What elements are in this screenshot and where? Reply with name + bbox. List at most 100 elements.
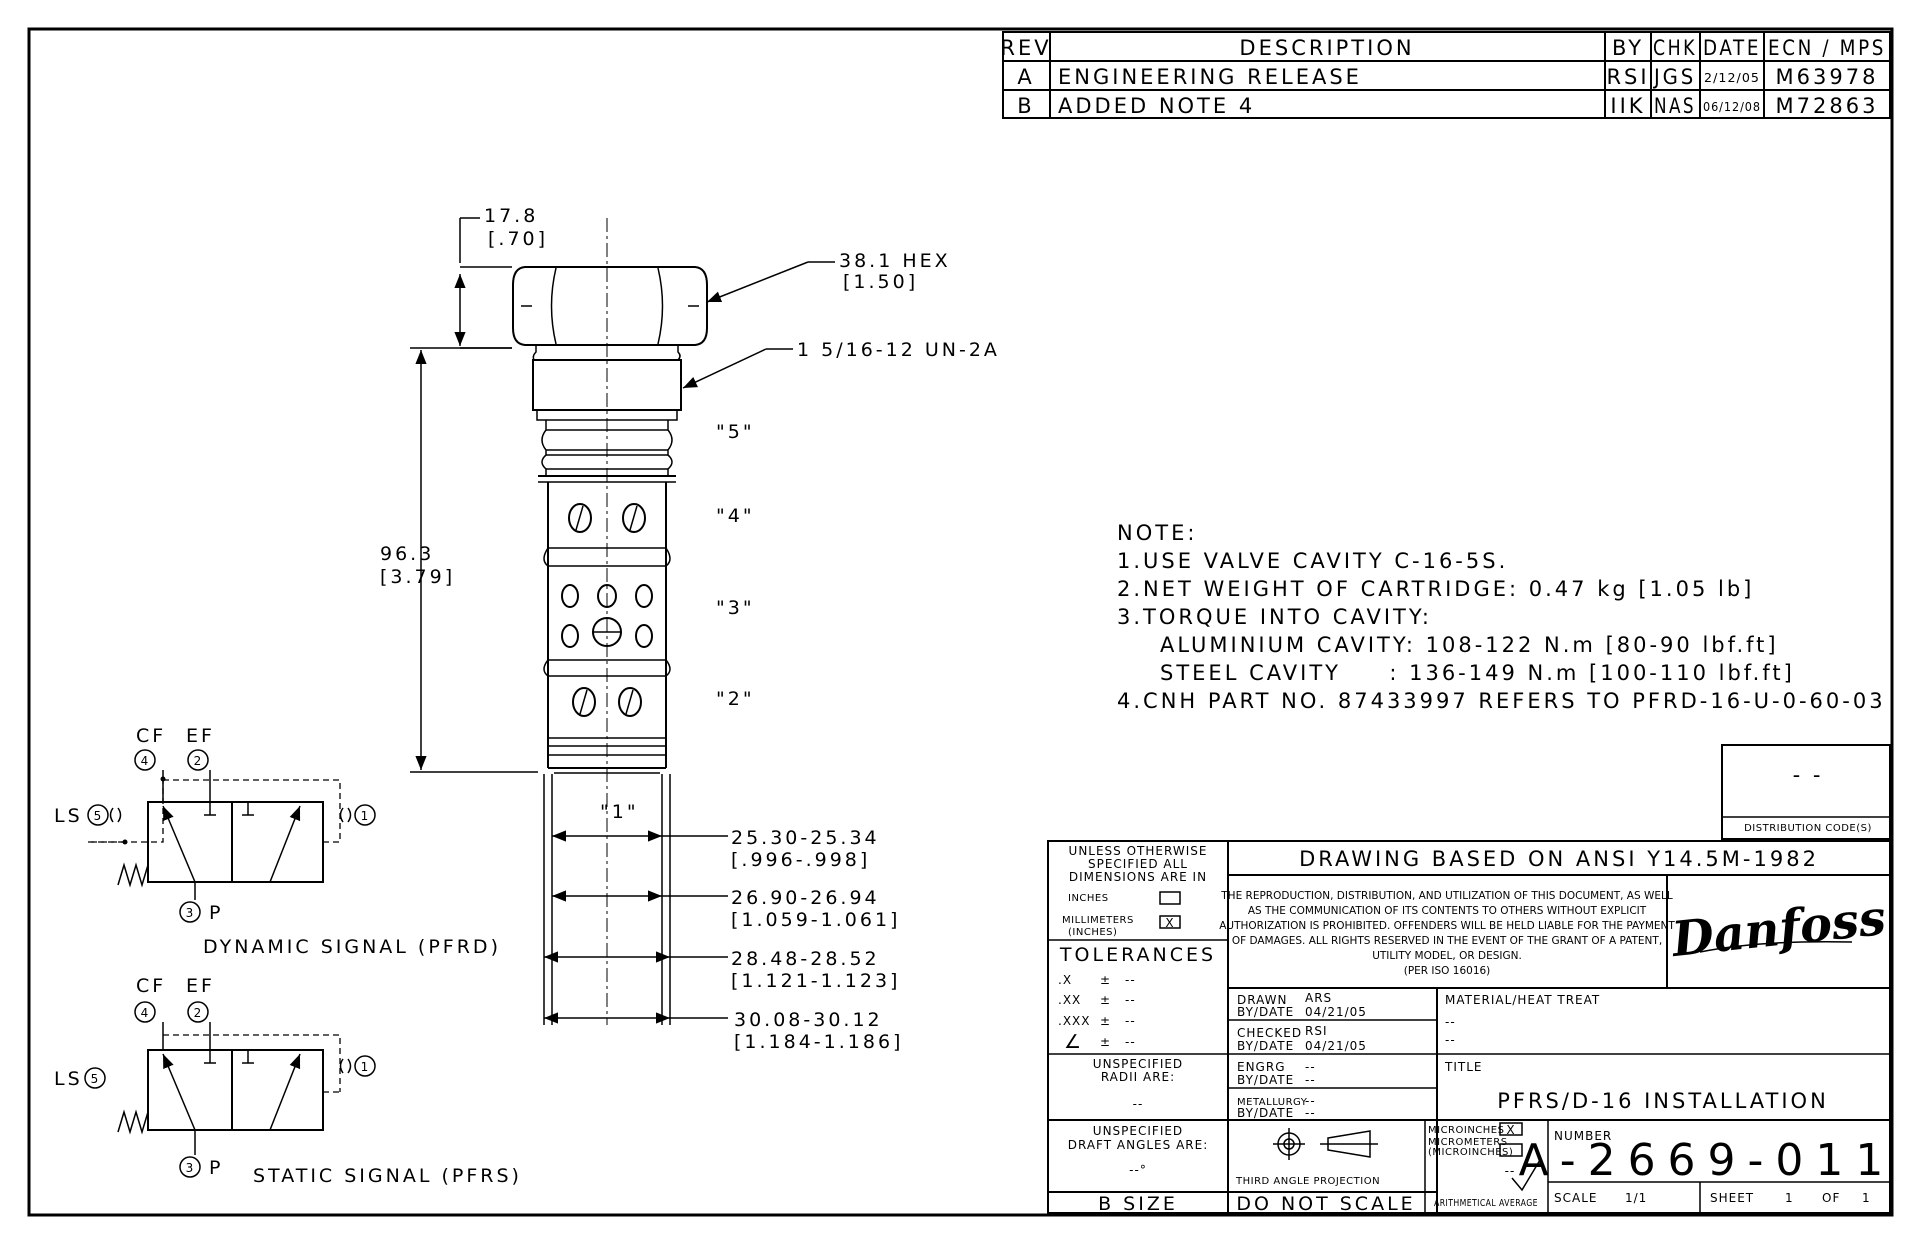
- note-heading: NOTE:: [1117, 521, 1197, 545]
- tol-xx-pm: ±: [1100, 993, 1111, 1007]
- checked-bydate-label: BY/DATE: [1237, 1039, 1294, 1053]
- drawn-value: ARS: [1305, 991, 1332, 1005]
- dyn-ls-label: LS: [54, 805, 83, 827]
- engrg-bydate-label: BY/DATE: [1237, 1073, 1294, 1087]
- micrometers-label: MICROMETERS: [1428, 1137, 1508, 1148]
- dyn-port-3: 3: [186, 906, 195, 920]
- dimensions: 17.8 [.70] 96.3 [3.79] 38.1 HEX [1.50] 1…: [380, 205, 997, 1053]
- inches-label: INCHES: [1068, 893, 1109, 904]
- dyn-port-4: 4: [141, 754, 150, 768]
- notice-line-5: UTILITY MODEL, OR DESIGN.: [1372, 950, 1522, 962]
- notice-line-1: THE REPRODUCTION, DISTRIBUTION, AND UTIL…: [1220, 890, 1673, 902]
- millimeters-checkbox: [1159, 915, 1181, 929]
- checked-value: RSI: [1305, 1024, 1328, 1038]
- description-header: DESCRIPTION: [1239, 36, 1414, 60]
- notes: NOTE: 1.USE VALVE CAVITY C-16-5S. 2.NET …: [1117, 521, 1886, 713]
- note-3: 3.TORQUE INTO CAVITY:: [1117, 605, 1432, 629]
- diameter-4-mm: 30.08-30.12: [734, 1009, 883, 1031]
- length-in: [3.79]: [380, 566, 455, 588]
- port-4-label: "4": [716, 505, 755, 527]
- stat-ls-label: LS: [54, 1068, 83, 1090]
- chk-header: CHK: [1653, 36, 1697, 60]
- stat-port-1: 1: [361, 1060, 370, 1074]
- dyn-cf-label: CF: [136, 725, 166, 747]
- note-4: 4.CNH PART NO. 87433997 REFERS TO PFRD-1…: [1117, 689, 1886, 713]
- note-3a: ALUMINIUM CAVITY: 108-122 N.m [80-90 lbf…: [1160, 633, 1779, 657]
- dyn-p-label: P: [209, 902, 223, 924]
- tol-angle-pm: ±: [1100, 1035, 1111, 1049]
- drawing-number: A-2669-011: [1519, 1135, 1896, 1186]
- notice-line-2: AS THE COMMUNICATION OF ITS CONTENTS TO …: [1248, 905, 1647, 917]
- sheet-value: 1: [1785, 1191, 1794, 1205]
- material-value-2: --: [1445, 1033, 1456, 1047]
- dyn-port-2: 2: [194, 754, 203, 768]
- engrg-label: ENGRG: [1237, 1060, 1286, 1074]
- radii-value: --: [1133, 1097, 1144, 1111]
- drawing-border: [27, 27, 1894, 1217]
- checked-label: CHECKED: [1237, 1026, 1302, 1040]
- sheet-size: B SIZE: [1098, 1193, 1178, 1215]
- metallurgy-label: METALLURGY: [1237, 1097, 1308, 1108]
- rev-b: B: [1017, 94, 1034, 118]
- engrg-value: --: [1305, 1060, 1316, 1074]
- title-block: UNLESS OTHERWISE SPECIFIED ALL DIMENSION…: [1047, 840, 1896, 1215]
- dynamic-signal-schematic: CF EF 4 2 LS 5 1 3 P DYNAMI: [54, 725, 498, 958]
- tol-x-value: --: [1125, 973, 1136, 987]
- notice-line-6: (PER ISO 16016): [1404, 965, 1491, 977]
- millimeters-mark: X: [1165, 916, 1174, 930]
- rev-a-date: 2/12/05: [1704, 71, 1760, 85]
- micrometers-checkbox: [1499, 1143, 1523, 1157]
- inches-checkbox: [1159, 891, 1181, 905]
- diameter-2-mm: 26.90-26.94: [731, 887, 880, 909]
- engrg-date: --: [1305, 1073, 1316, 1087]
- stat-port-5: 5: [91, 1072, 100, 1086]
- microinches-checkbox: [1499, 1122, 1523, 1136]
- length-mm: 96.3: [380, 543, 434, 565]
- date-header: DATE: [1703, 36, 1761, 60]
- hex-size-in: [1.50]: [843, 271, 918, 293]
- arith-label: ARITHMETICAL AVERAGE: [1434, 1198, 1538, 1209]
- distribution-code-box: - - DISTRIBUTION CODE(S): [1721, 744, 1891, 840]
- of-label: OF: [1822, 1191, 1840, 1205]
- tol-x-label: .X: [1058, 973, 1072, 987]
- draft-line-2: DRAFT ANGLES ARE:: [1068, 1138, 1209, 1152]
- rev-b-chk: NAS: [1654, 94, 1696, 118]
- metallurgy-value: --: [1305, 1094, 1316, 1108]
- tol-xx-value: --: [1125, 993, 1136, 1007]
- sheet-label: SHEET: [1710, 1191, 1754, 1205]
- stat-cf-label: CF: [136, 975, 166, 997]
- note-3b: STEEL CAVITY : 136-149 N.m [100-110 lbf.…: [1160, 661, 1795, 685]
- rev-b-by: IIK: [1610, 94, 1645, 118]
- cartridge-valve: [512, 218, 708, 1025]
- port-3-label: "3": [716, 597, 755, 619]
- diameter-1-in: [.996-.998]: [731, 849, 870, 871]
- notice-line-3: AUTHORIZATION IS PROHIBITED. OFFENDERS W…: [1219, 920, 1675, 932]
- tol-xxx-label: .XXX: [1058, 1014, 1090, 1028]
- metallurgy-bydate-label: BY/DATE: [1237, 1106, 1294, 1120]
- hex-size: 38.1 HEX: [839, 250, 951, 272]
- ecn-header: ECN / MPS: [1768, 36, 1886, 60]
- note-1: 1.USE VALVE CAVITY C-16-5S.: [1117, 549, 1508, 573]
- stat-port-2: 2: [194, 1006, 203, 1020]
- tol-xxx-value: --: [1125, 1014, 1136, 1028]
- drawing-title: PFRS/D-16 INSTALLATION: [1497, 1089, 1829, 1113]
- diameter-1-mm: 25.30-25.34: [731, 827, 880, 849]
- tol-x-pm: ±: [1100, 973, 1111, 987]
- tol-xxx-pm: ±: [1100, 1014, 1111, 1028]
- tolerances-heading: TOLERANCES: [1059, 944, 1216, 966]
- microinches-label: MICROINCHES: [1428, 1125, 1504, 1136]
- metallurgy-date: --: [1305, 1106, 1316, 1120]
- drawn-label: DRAWN: [1237, 993, 1288, 1007]
- stat-p-label: P: [209, 1157, 223, 1179]
- unless-line-2: SPECIFIED ALL: [1088, 857, 1188, 871]
- microinches-mark: X: [1506, 1123, 1515, 1137]
- stat-ef-label: EF: [186, 975, 215, 997]
- by-header: BY: [1612, 36, 1644, 60]
- millimeters-label: MILLIMETERS: [1062, 915, 1134, 926]
- finish-value: --: [1505, 1164, 1516, 1178]
- note-2: 2.NET WEIGHT OF CARTRIDGE: 0.47 kg [1.05…: [1117, 577, 1754, 601]
- static-caption: STATIC SIGNAL (PFRS): [253, 1165, 522, 1187]
- stat-port-4: 4: [141, 1006, 150, 1020]
- hex-height-mm: 17.8: [484, 205, 538, 227]
- port-2-label: "2": [716, 688, 755, 710]
